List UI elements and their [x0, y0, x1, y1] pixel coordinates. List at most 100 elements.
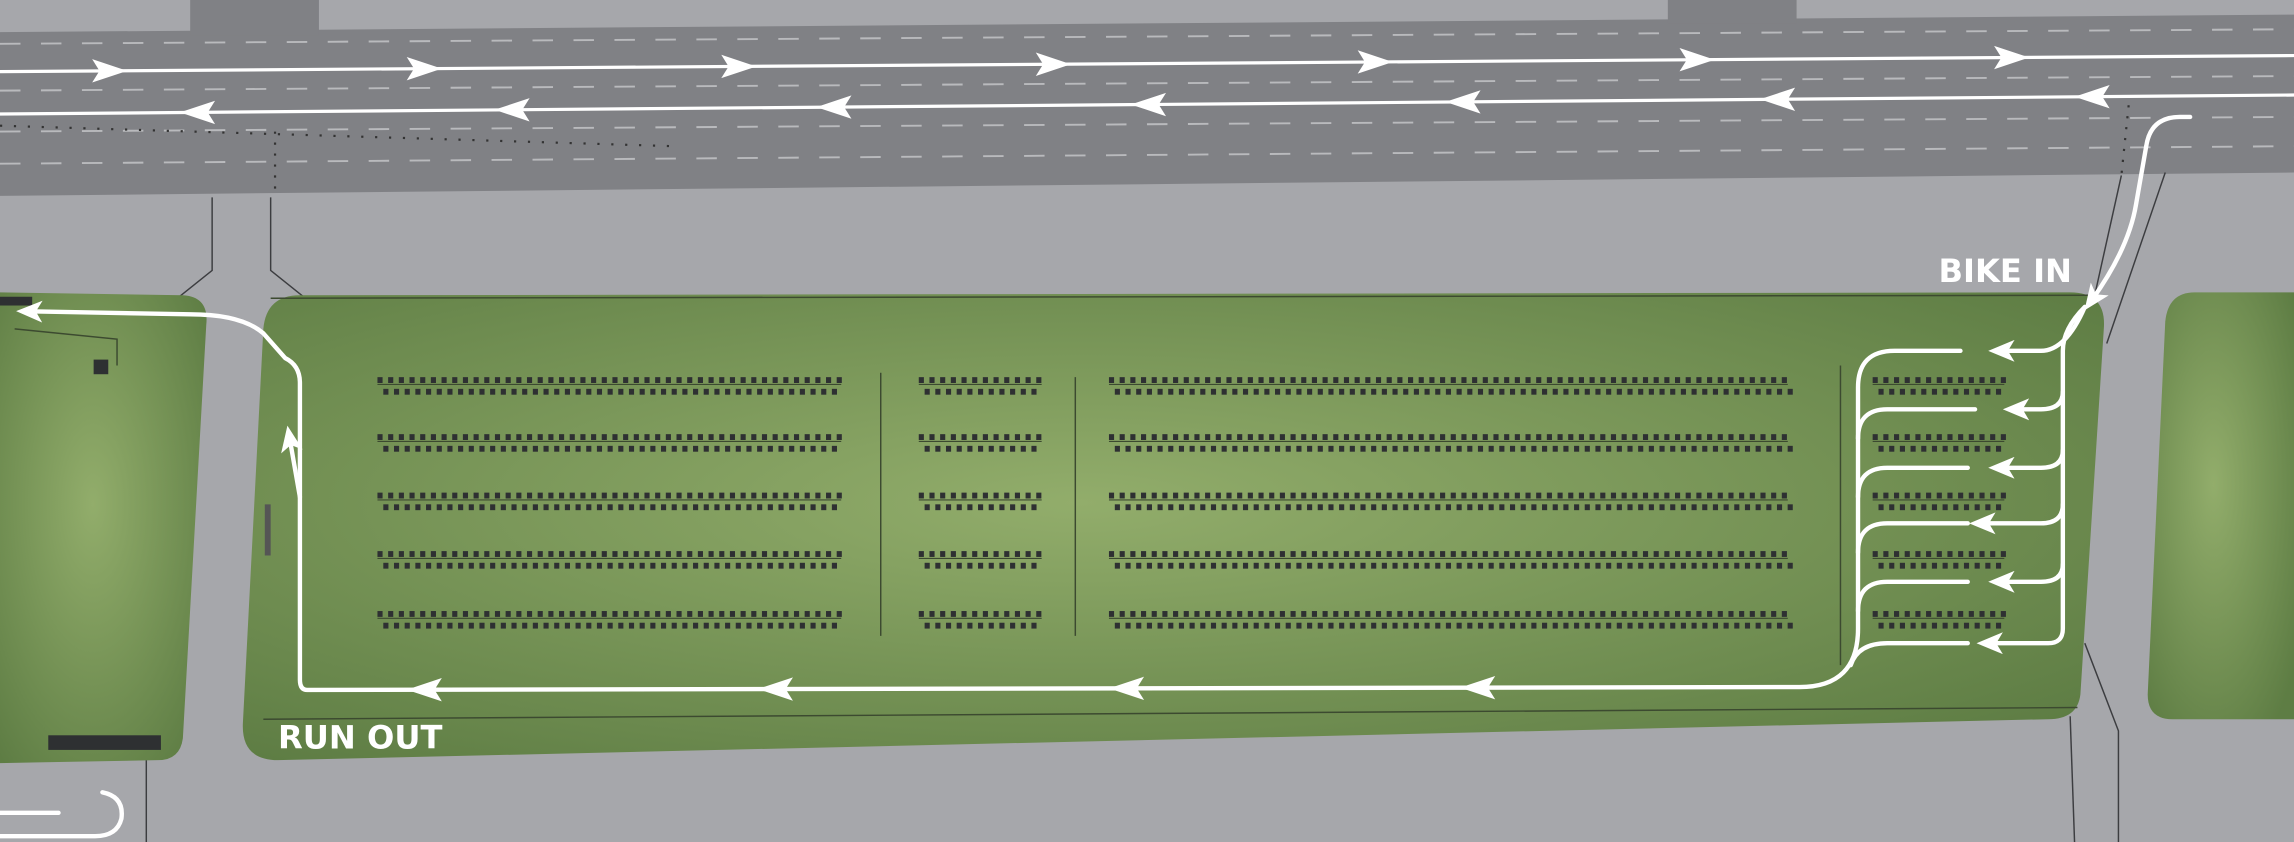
- bike-rack-slot: [1557, 434, 1563, 441]
- bike-rack-slot: [430, 611, 436, 617]
- bike-rack-slot: [719, 551, 725, 557]
- bike-rack-slot: [1221, 445, 1227, 452]
- bike-rack-row: [924, 504, 1037, 511]
- bike-rack-slot: [1146, 388, 1152, 395]
- bike-rack-slot: [532, 622, 538, 629]
- bike-rack-slot: [1108, 492, 1115, 499]
- bike-rack-slot: [1889, 504, 1895, 511]
- bike-rack-slot: [778, 388, 784, 395]
- bike-rack-slot: [1921, 562, 1927, 569]
- bike-rack-slot: [1296, 388, 1302, 395]
- bike-rack-slot: [1712, 445, 1719, 452]
- bike-rack-slot: [1926, 377, 1932, 383]
- bike-rack-slot: [1525, 434, 1531, 441]
- bike-rack-slot: [751, 377, 757, 383]
- bike-rack-slot: [1371, 562, 1377, 569]
- bike-rack-slot: [1953, 504, 1959, 511]
- bike-rack-slot: [1317, 622, 1323, 629]
- bike-rack-slot: [1915, 492, 1921, 499]
- bike-rack-slot: [1467, 504, 1473, 511]
- bike-rack-slot: [388, 492, 394, 499]
- bike-rack-row: [383, 445, 837, 452]
- bike-rack-slot: [1963, 622, 1970, 629]
- bike-rack-slot: [1472, 377, 1478, 383]
- bike-rack-slot: [1985, 388, 1991, 395]
- arrow-right-icon: [1035, 52, 1071, 76]
- bike-rack-slot: [1290, 434, 1296, 441]
- bike-rack-slot: [1653, 377, 1659, 383]
- bike-rack-slot: [612, 434, 618, 441]
- bike-rack-slot: [1755, 445, 1761, 452]
- bike-rack-slot: [484, 611, 490, 617]
- bike-rack-slot: [735, 445, 741, 452]
- bike-rack-slot: [1296, 504, 1302, 511]
- bike-rack-slot: [1371, 388, 1377, 395]
- bike-rack-slot: [1610, 434, 1617, 441]
- bike-rack-slot: [1968, 377, 1974, 383]
- bike-rack-slot: [1915, 434, 1921, 441]
- bike-rack-slot: [1921, 388, 1927, 395]
- bike-rack-slot: [783, 377, 789, 383]
- bike-rack-slot: [1031, 388, 1037, 395]
- bike-rack-slot: [1445, 622, 1452, 629]
- bike-rack-slot: [1584, 622, 1590, 629]
- bike-rack-slot: [1141, 377, 1147, 383]
- bike-rack-slot: [1435, 504, 1441, 511]
- bike-rack-slot: [826, 492, 832, 499]
- bike-rack-slot: [703, 504, 709, 511]
- bike-rack-slot: [751, 492, 757, 499]
- bike-rack-slot: [1947, 377, 1953, 383]
- bike-rack-slot: [1173, 434, 1179, 441]
- bike-rack-slot: [639, 622, 645, 629]
- bike-rack-slot: [1371, 445, 1377, 452]
- bike-rack-slot: [1242, 388, 1249, 395]
- bike-rack-slot: [1275, 388, 1281, 395]
- arrow-left-icon: [1108, 676, 1145, 701]
- bike-rack-slot: [1397, 377, 1403, 383]
- bike-rack-slot: [1525, 377, 1531, 383]
- bike-rack-slot: [479, 388, 485, 395]
- bike-rack-slot: [1136, 504, 1142, 511]
- bike-rack-slot: [1610, 551, 1617, 557]
- bike-rack-slot: [1200, 388, 1206, 395]
- bike-rack-slot: [799, 504, 805, 511]
- bike-rack-slot: [1004, 492, 1010, 499]
- bike-rack-slot: [441, 611, 447, 617]
- bike-rack-slot: [1381, 622, 1387, 629]
- bike-rack-slot: [1899, 445, 1905, 452]
- bike-rack-slot: [1563, 622, 1569, 629]
- bike-rack-slot: [1734, 388, 1740, 395]
- bike-rack-row: [377, 551, 842, 557]
- bike-rack-slot: [778, 445, 784, 452]
- bike-rack-slot: [1915, 611, 1921, 617]
- bike-rack-slot: [1408, 377, 1414, 383]
- bike-rack-slot: [1979, 611, 1985, 617]
- bike-rack-slot: [945, 622, 952, 629]
- bike-rack-slot: [458, 562, 464, 569]
- bike-rack-slot: [1958, 551, 1964, 557]
- bike-rack-slot: [1771, 611, 1777, 617]
- bike-rack-slot: [1125, 388, 1131, 395]
- bike-rack-slot: [1194, 492, 1200, 499]
- bike-rack-slot: [612, 492, 618, 499]
- bike-rack-slot: [1343, 377, 1350, 383]
- bike-rack-slot: [1578, 492, 1585, 499]
- bike-rack-slot: [409, 492, 415, 499]
- bike-rack-slot: [1509, 445, 1516, 452]
- bike-rack-slot: [1552, 504, 1558, 511]
- bike-rack-slot: [377, 492, 383, 499]
- bike-rack-slot: [1429, 611, 1435, 617]
- bike-rack-slot: [1963, 388, 1970, 395]
- bike-rack-slot: [2000, 434, 2006, 441]
- bike-rack-slot: [708, 434, 714, 441]
- bike-rack-slot: [1499, 622, 1505, 629]
- bike-rack-slot: [1610, 377, 1617, 383]
- bike-rack-slot: [1531, 445, 1537, 452]
- bike-rack-slot: [1723, 388, 1729, 395]
- bike-rack-slot: [1424, 445, 1430, 452]
- bike-rack-slot: [1275, 562, 1281, 569]
- bike-rack-slot: [1343, 551, 1350, 557]
- bike-rack-slot: [462, 611, 469, 617]
- bike-rack-slot: [1279, 551, 1285, 557]
- bike-rack-slot: [1755, 504, 1761, 511]
